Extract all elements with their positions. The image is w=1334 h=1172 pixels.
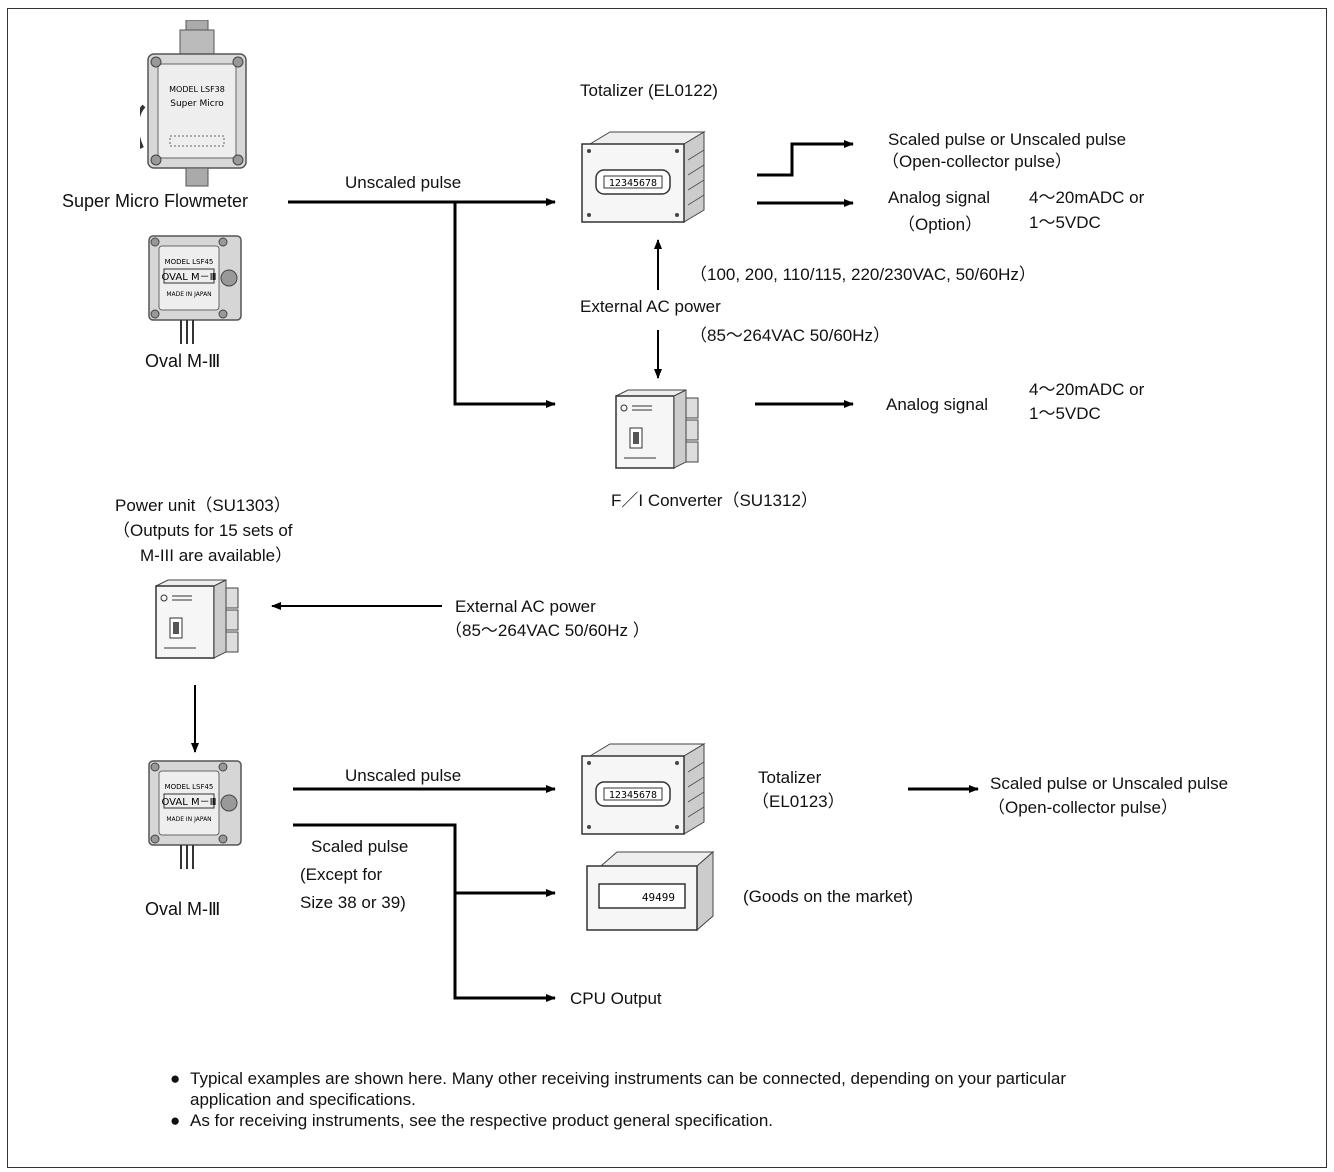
analog-range-converter-line2: 1～5VDC [1029,404,1101,423]
analog-range-converter-line1: 4～20mADC or [1029,380,1145,399]
svg-text:MADE IN JAPAN: MADE IN JAPAN [166,816,211,823]
svg-text:12345678: 12345678 [609,178,657,189]
goods-on-market-label: (Goods on the market) [743,887,914,906]
external-ac-power-label-2: External AC power [455,597,596,616]
diagram-frame [7,8,1327,1168]
svg-text:MODEL LSF45: MODEL LSF45 [165,258,214,266]
totalizer-el0123-image: 12345678 [581,743,706,835]
svg-text:49499: 49499 [642,891,675,904]
note-1: Typical examples are shown here. Many ot… [170,1068,1066,1089]
svg-text:MODEL LSF45: MODEL LSF45 [165,783,214,791]
analog-range-option-line1: 4～20mADC or [1029,188,1145,207]
external-ac-range-label-2: （85～264VAC 50/60Hz ） [445,621,650,640]
note-1-continued: application and specifications. [190,1090,416,1109]
totalizer-el0122-label: Totalizer (EL0122) [580,81,718,100]
totalizer-el0123-model: （EL0123） [752,792,845,811]
external-ac-power-label: External AC power [580,297,721,316]
svg-text:MADE IN JAPAN: MADE IN JAPAN [166,291,211,298]
power-unit-note-line1: （Outputs for 15 sets of [113,521,293,540]
super-micro-flowmeter-label: Super Micro Flowmeter [62,191,249,211]
power-unit-note-line2: M-III are available） [140,546,293,565]
fi-converter-image [615,389,699,469]
analog-range-option-line2: 1～5VDC [1029,213,1101,232]
except-note-line1: (Except for [300,865,383,884]
counter-image: 49499 [586,850,715,932]
fi-converter-label: F／I Converter（SU1312） [611,491,818,510]
svg-text:MODEL LSF38: MODEL LSF38 [169,85,225,94]
totalizer-el0122-image: 12345678 [581,131,706,223]
analog-signal-option-label: Analog signal [888,188,991,207]
oval-m3-image-top: MODEL LSF45 OVAL M－Ⅲ MADE IN JAPAN [148,235,242,344]
analog-signal-converter-label: Analog signal [886,395,989,414]
open-collector-label-bottom: （Open-collector pulse） [988,798,1178,817]
except-note-line2: Size 38 or 39) [300,893,406,912]
power-unit-image [155,579,239,659]
svg-text:12345678: 12345678 [609,790,657,801]
oval-m3-label-bottom: Oval M-Ⅲ [145,899,221,919]
svg-text:OVAL M－Ⅲ: OVAL M－Ⅲ [161,272,216,283]
unscaled-pulse-label-top: Unscaled pulse [345,173,462,192]
svg-text:OVAL M－Ⅲ: OVAL M－Ⅲ [161,797,216,808]
super-micro-flowmeter-image: MODEL LSF38 Super Micro [140,20,247,187]
power-voltages-label: （100, 200, 110/115, 220/230VAC, 50/60Hz） [690,265,1036,284]
open-collector-label: （Open-collector pulse） [882,152,1072,171]
power-unit-label: Power unit（SU1303） [115,496,291,515]
option-label: （Option） [898,215,983,234]
cpu-output-label: CPU Output [570,989,662,1008]
external-ac-range-label: （85～264VAC 50/60Hz） [690,326,891,345]
line-to-converter [453,202,556,408]
note-2: As for receiving instruments, see the re… [170,1110,1066,1131]
scaled-output-label-bottom: Scaled pulse or Unscaled pulse [990,774,1229,793]
oval-m3-label-top: Oval M-Ⅲ [145,351,221,371]
scaled-output-label: Scaled pulse or Unscaled pulse [888,130,1127,149]
totalizer-el0123-label: Totalizer [758,768,822,787]
svg-text:Super Micro: Super Micro [170,99,224,109]
unscaled-pulse-label-bottom: Unscaled pulse [345,766,462,785]
line-scaled [293,823,556,1002]
arrow-scaled-out [757,140,854,177]
scaled-pulse-label: Scaled pulse [311,837,409,856]
footnotes: Typical examples are shown here. Many ot… [170,1068,1066,1131]
oval-m3-image-bottom: MODEL LSF45 OVAL M－Ⅲ MADE IN JAPAN [148,760,242,869]
